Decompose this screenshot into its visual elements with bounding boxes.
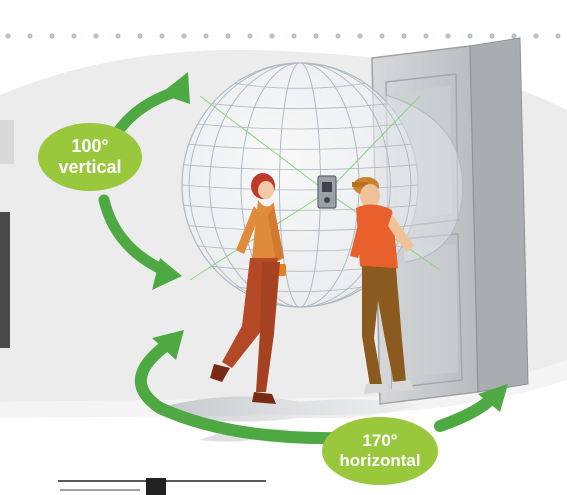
woman-figure — [210, 173, 286, 404]
horizontal-angle-label: horizontal — [339, 451, 421, 470]
horizontal-angle-value: 170° — [362, 431, 398, 451]
ground-shadow — [150, 396, 420, 422]
left-edge-strip-top — [0, 120, 14, 164]
door — [371, 37, 529, 405]
vertical-angle-label: vertical — [58, 157, 122, 177]
door-camera-icon — [317, 175, 337, 209]
dotted-border — [5, 33, 561, 39]
left-edge-strip — [0, 212, 10, 348]
floor-shade — [0, 360, 567, 418]
curved-double-arrow-horizontal — [135, 330, 508, 445]
man-figure — [350, 177, 414, 394]
partial-logo — [58, 478, 266, 495]
badge-vertical-bg — [38, 123, 142, 191]
badge-horizontal-bg — [322, 417, 438, 485]
vertical-angle-badge: 100° vertical — [40, 124, 140, 190]
vertical-angle-value: 100° — [71, 136, 109, 157]
horizontal-angle-badge: 170° horizontal — [324, 418, 436, 484]
